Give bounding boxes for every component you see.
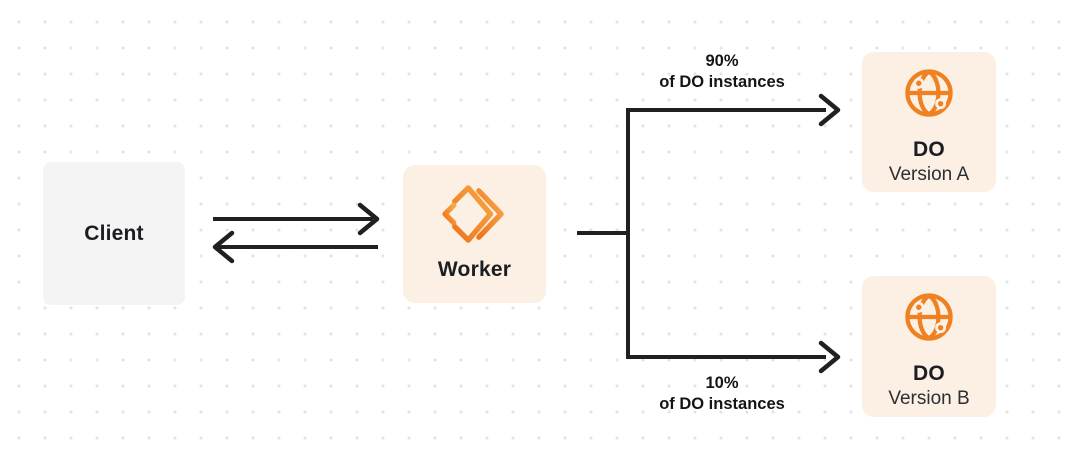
split-branch-lines [626,108,826,359]
do-version-a-title: DO [913,138,945,161]
do-version-b-subtitle: Version B [888,388,970,409]
globe-icon [903,291,955,343]
split-label-90-line2: of DO instances [659,73,785,91]
cloudflare-workers-icon [441,184,508,244]
arrow-client-to-worker-head [357,202,380,236]
split-label-10-percent: 10% of DO instances [612,373,832,415]
arrow-to-do-b-head [818,340,841,374]
worker-node: Worker [403,165,546,303]
split-label-90-percent: 90% of DO instances [612,51,832,93]
do-version-a-node: DO Version A [862,52,996,192]
worker-node-label: Worker [437,258,512,281]
split-label-10-line1: 10% [705,374,739,392]
do-version-a-subtitle: Version A [888,164,970,185]
do-version-b-node: DO Version B [862,276,996,417]
arrow-to-do-a-head [818,93,841,127]
globe-icon [903,67,955,119]
split-label-90-line1: 90% [705,52,739,70]
client-node-label: Client [84,221,144,245]
split-label-10-line2: of DO instances [659,395,785,413]
client-node: Client [43,162,185,305]
do-version-b-title: DO [913,362,945,385]
arrow-worker-to-client-head [212,230,235,264]
